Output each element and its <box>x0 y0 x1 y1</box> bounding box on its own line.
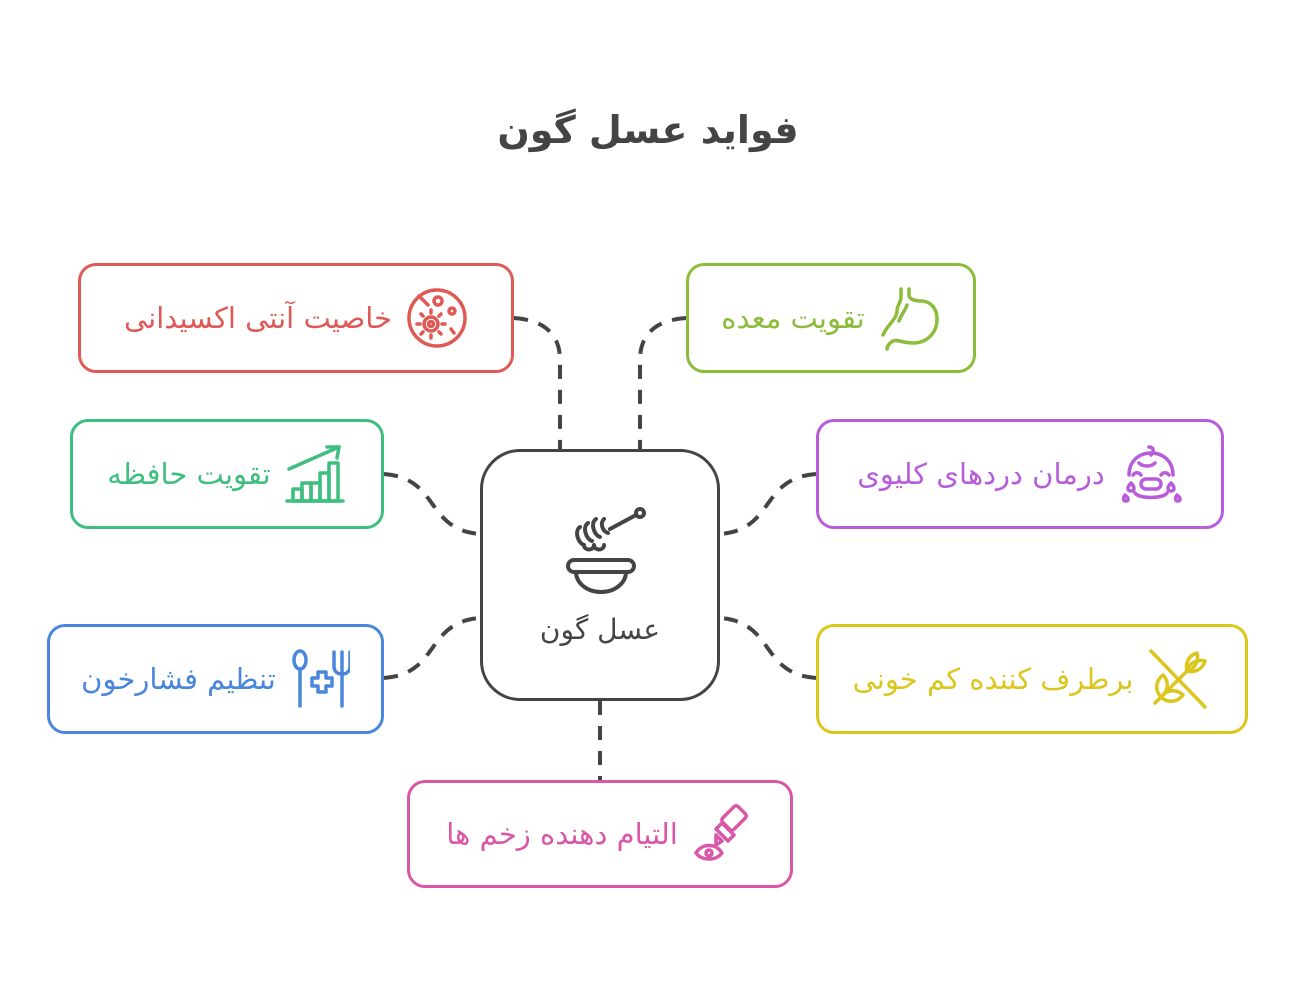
node-label-stomach: تقویت معده <box>721 301 865 335</box>
center-label: عسل گون <box>539 612 661 646</box>
eye-drops-icon <box>694 804 748 861</box>
spoon-fork-medical-icon <box>292 649 350 708</box>
connector-memory <box>383 472 481 536</box>
no-virus-gear-icon <box>407 288 467 348</box>
stomach-icon <box>880 287 939 351</box>
connector-colic <box>719 472 817 536</box>
node-stomach[interactable]: تقویت معده <box>686 263 976 373</box>
node-antioxidant[interactable]: خاصیت آنتی اکسیدانی <box>78 263 514 373</box>
node-label-memory: تقویت حافظه <box>107 457 271 491</box>
honey-dipper-bowl-icon <box>566 506 646 594</box>
node-blood-pressure[interactable]: تنظیم فشارخون <box>47 624 384 734</box>
node-colic[interactable]: درمان دردهای کلیوی <box>816 419 1224 529</box>
node-memory[interactable]: تقویت حافظه <box>70 419 384 529</box>
node-anemia[interactable]: برطرف کننده کم خونی <box>816 624 1248 734</box>
node-label-colic: درمان دردهای کلیوی <box>857 457 1105 491</box>
node-label-wound: التیام دهنده زخم ها <box>446 817 678 851</box>
center-node[interactable]: عسل گون <box>480 449 720 701</box>
no-wheat-icon <box>1149 649 1208 709</box>
diagram-title: فواید عسل گون <box>497 108 799 152</box>
connector-stomach <box>638 316 687 449</box>
node-label-blood-pressure: تنظیم فشارخون <box>81 662 276 696</box>
node-wound[interactable]: التیام دهنده زخم ها <box>407 780 793 888</box>
connector-antioxidant <box>513 316 562 449</box>
node-label-antioxidant: خاصیت آنتی اکسیدانی <box>123 301 393 335</box>
crying-baby-icon <box>1121 445 1182 503</box>
node-label-anemia: برطرف کننده کم خونی <box>852 662 1134 696</box>
connector-anemia <box>719 616 817 680</box>
growth-chart-icon <box>284 445 345 503</box>
connector-blood-pressure <box>383 616 481 680</box>
